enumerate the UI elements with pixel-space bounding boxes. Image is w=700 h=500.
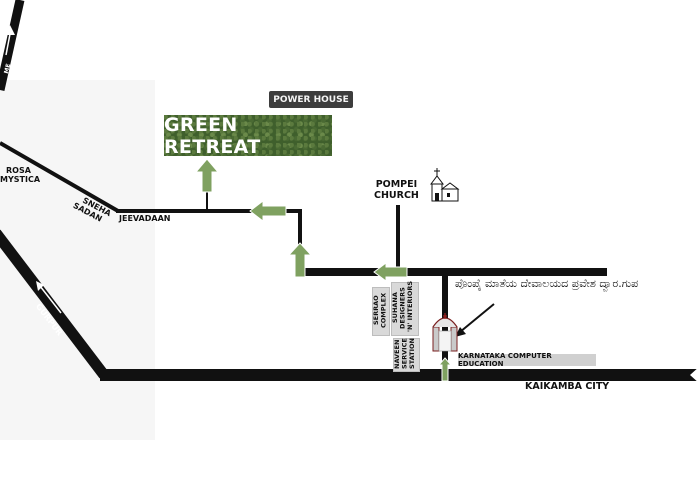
pompei-church-line1: POMPEI <box>375 179 418 190</box>
pointer-arrow-head <box>455 327 466 337</box>
green-arrow-left-church-road <box>373 262 408 282</box>
church-icon <box>430 168 460 202</box>
green-arrow-left-jeevadaan <box>249 199 287 223</box>
green-retreat-label: GREEN RETREAT <box>164 114 332 158</box>
building-suhana <box>391 282 419 336</box>
road-direction-arrow-top-left <box>5 25 15 35</box>
karnataka-computer-education-label: KARNATAKA COMPUTER EDUCATION <box>458 352 596 368</box>
naveen-service-label: NAVEEN SERVICE STATION <box>393 338 416 369</box>
green-arrow-up-green-retreat <box>194 158 220 193</box>
pompei-church-label: POMPEI CHURCH <box>374 179 419 202</box>
road-direction-arrow-gurpur <box>36 281 44 291</box>
suhana-designers-label: SUHANA DESIGNERS 'N' INTERIORS <box>391 280 414 332</box>
road-direction-arrow-gurpur-stem <box>39 285 62 314</box>
pointer-arrow-line <box>459 303 495 333</box>
gate-icon <box>432 313 458 352</box>
serrao-complex-label: SERRAO COMPLEX <box>372 292 388 329</box>
green-arrow-up-gate <box>437 357 453 382</box>
kaikamba-city-label: KAIKAMBA CITY <box>525 381 610 392</box>
road-direction-arrow-top-left-stem <box>5 33 11 56</box>
jeevadaan-label: JEEVADAAN <box>119 214 171 223</box>
road-top-left <box>0 0 25 91</box>
pompei-gate-note: ಪೊಂಪೈ ಮಾತೆಯ ದೇವಾಲಯದ ಪ್ರವೇಶ ದ್ವಾರ.ಗುಪ <box>455 277 639 290</box>
pompei-church-line2: CHURCH <box>374 189 419 201</box>
rosa-mystica-label: ROSA MYSTICA <box>0 166 40 184</box>
building-naveen <box>393 338 420 372</box>
rosa-mystica-line2: MYSTICA <box>0 175 41 185</box>
road-rosa-mystica <box>0 141 119 213</box>
road-direction-arrow-right <box>690 366 700 384</box>
power-house-label: POWER HOUSE <box>269 91 353 108</box>
road-gurpur <box>0 229 109 379</box>
rosa-mystica-line1: ROSA <box>6 166 31 175</box>
green-arrow-up-connector <box>287 242 313 278</box>
building-serrao <box>372 287 390 336</box>
